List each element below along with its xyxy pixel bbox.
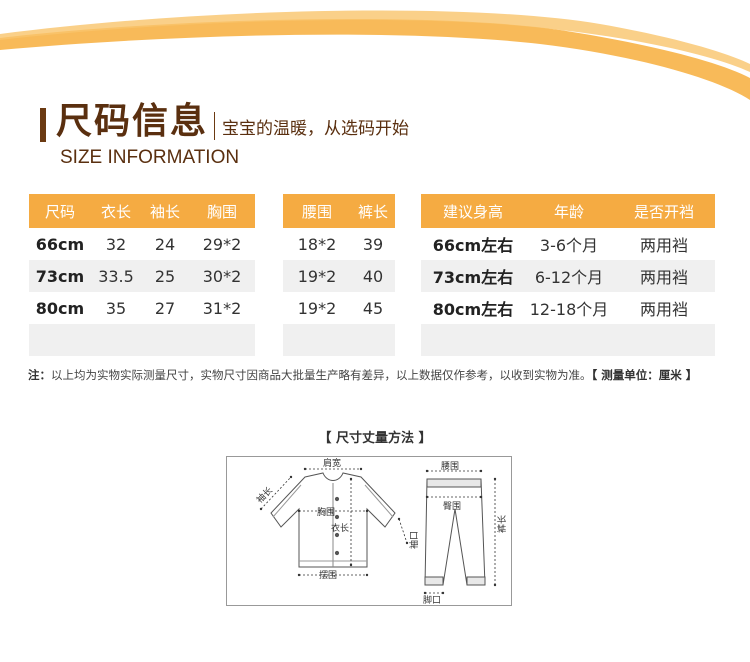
header-recommended-height: 建议身高 xyxy=(421,194,525,228)
jacket-illustration xyxy=(270,472,396,568)
cell-waist xyxy=(283,324,351,356)
table-gap xyxy=(395,194,421,228)
note-unit: 【 测量单位：厘米 】 xyxy=(591,368,698,382)
header-sleeve-length: 袖长 xyxy=(141,194,189,228)
cell-sleeve-length: 25 xyxy=(141,260,189,292)
note-prefix: 注： xyxy=(28,368,51,382)
table-row: 80cm 35 27 31*2 19*2 45 80cm左右 12-18个月 两… xyxy=(29,292,715,324)
table-gap xyxy=(255,194,283,228)
cell-size: 73cm xyxy=(29,260,91,292)
cell-chest xyxy=(189,324,255,356)
cell-garment-length: 32 xyxy=(105,234,127,254)
cell-garment-length: 35 xyxy=(105,298,127,318)
pants-illustration xyxy=(424,478,486,586)
cell-open-crotch: 两用裆 xyxy=(639,300,688,319)
header-chest: 胸围 xyxy=(189,194,255,228)
label-shoulder: 肩宽 xyxy=(323,457,341,469)
label-cuff: 袖口 xyxy=(408,531,420,549)
measurement-diagram-svg: 肩宽 袖长 胸围 衣长 袖口 摆围 腰围 臀围 裤长 脚口 xyxy=(254,457,508,605)
table-row-empty xyxy=(29,324,715,356)
table-row: 73cm 33.5 25 30*2 19*2 40 73cm左右 6-12个月 … xyxy=(29,260,715,292)
measurement-diagram: 肩宽 袖长 胸围 衣长 袖口 摆围 腰围 臀围 裤长 脚口 xyxy=(226,456,512,606)
title-separator xyxy=(214,112,215,140)
title-accent-bar xyxy=(40,108,46,142)
cell-pants-length: 45 xyxy=(362,298,384,318)
table-gap xyxy=(255,292,283,324)
cell-open-crotch: 两用裆 xyxy=(613,260,715,292)
page-title: 尺码信息 xyxy=(56,101,209,142)
cell-recommended-height xyxy=(421,324,525,356)
label-sleeve: 袖长 xyxy=(254,484,275,505)
cell-sleeve-length: 24 xyxy=(154,234,176,254)
table-gap xyxy=(395,324,421,356)
label-hip: 臀围 xyxy=(443,501,461,512)
cell-age: 3-6个月 xyxy=(539,236,599,255)
cell-garment-length: 33.5 xyxy=(91,260,141,292)
table-gap xyxy=(255,324,283,356)
label-waist: 腰围 xyxy=(441,461,459,472)
page-subtitle: 宝宝的温暖，从选码开始 xyxy=(222,119,409,139)
cell-size xyxy=(29,324,91,356)
cell-age xyxy=(525,324,613,356)
cell-age: 12-18个月 xyxy=(529,300,609,319)
table-row: 66cm 32 24 29*2 18*2 39 66cm左右 3-6个月 两用裆 xyxy=(29,228,715,260)
cell-open-crotch xyxy=(613,324,715,356)
measurement-method-title: 【 尺寸丈量方法 】 xyxy=(318,431,432,446)
cell-size: 66cm xyxy=(35,234,85,254)
cell-pants-length xyxy=(351,324,395,356)
cell-size: 80cm xyxy=(35,298,85,318)
size-table: 尺码 衣长 袖长 胸围 腰围 裤长 建议身高 年龄 是否开裆 66cm 32 2… xyxy=(29,194,715,356)
cell-pants-length: 39 xyxy=(362,234,384,254)
table-gap xyxy=(395,228,421,260)
cell-age: 6-12个月 xyxy=(525,260,613,292)
table-header-row: 尺码 衣长 袖长 胸围 腰围 裤长 建议身高 年龄 是否开裆 xyxy=(29,194,715,228)
cell-pants-length: 40 xyxy=(351,260,395,292)
table-gap xyxy=(255,260,283,292)
header-pants-length: 裤长 xyxy=(351,194,395,228)
cell-waist: 19*2 xyxy=(297,298,337,318)
cell-recommended-height: 80cm左右 xyxy=(432,300,514,319)
header-size: 尺码 xyxy=(29,194,91,228)
cell-recommended-height: 73cm左右 xyxy=(421,260,525,292)
table-gap xyxy=(255,228,283,260)
header-garment-length: 衣长 xyxy=(91,194,141,228)
header-age: 年龄 xyxy=(525,194,613,228)
note-text: 以上均为实物实际测量尺寸，实物尺寸因商品大批量生产略有差异，以上数据仅作参考，以… xyxy=(51,368,592,382)
cell-sleeve-length xyxy=(141,324,189,356)
cell-open-crotch: 两用裆 xyxy=(639,236,688,255)
table-gap xyxy=(395,292,421,324)
cell-chest: 31*2 xyxy=(202,298,242,318)
cell-garment-length xyxy=(91,324,141,356)
cell-recommended-height: 66cm左右 xyxy=(432,236,514,255)
page-title-english: SIZE INFORMATION xyxy=(60,147,240,168)
label-length: 衣长 xyxy=(331,522,349,534)
label-ankle: 脚口 xyxy=(423,595,441,605)
label-chest: 胸围 xyxy=(317,506,335,518)
pants-measure-lines xyxy=(423,469,497,595)
header-waist: 腰围 xyxy=(283,194,351,228)
label-hem: 摆围 xyxy=(319,569,337,581)
cell-waist: 18*2 xyxy=(297,234,337,254)
cell-chest: 30*2 xyxy=(189,260,255,292)
header-swoosh-decoration xyxy=(0,10,750,100)
cell-sleeve-length: 27 xyxy=(154,298,176,318)
table-gap xyxy=(395,260,421,292)
jacket-measure-lines xyxy=(259,467,409,577)
cell-chest: 29*2 xyxy=(202,234,242,254)
cell-waist: 19*2 xyxy=(283,260,351,292)
header-open-crotch: 是否开裆 xyxy=(613,194,715,228)
measurement-note: 注：以上均为实物实际测量尺寸，实物尺寸因商品大批量生产略有差异，以上数据仅作参考… xyxy=(28,366,697,384)
label-pants-length: 裤长 xyxy=(496,515,508,533)
